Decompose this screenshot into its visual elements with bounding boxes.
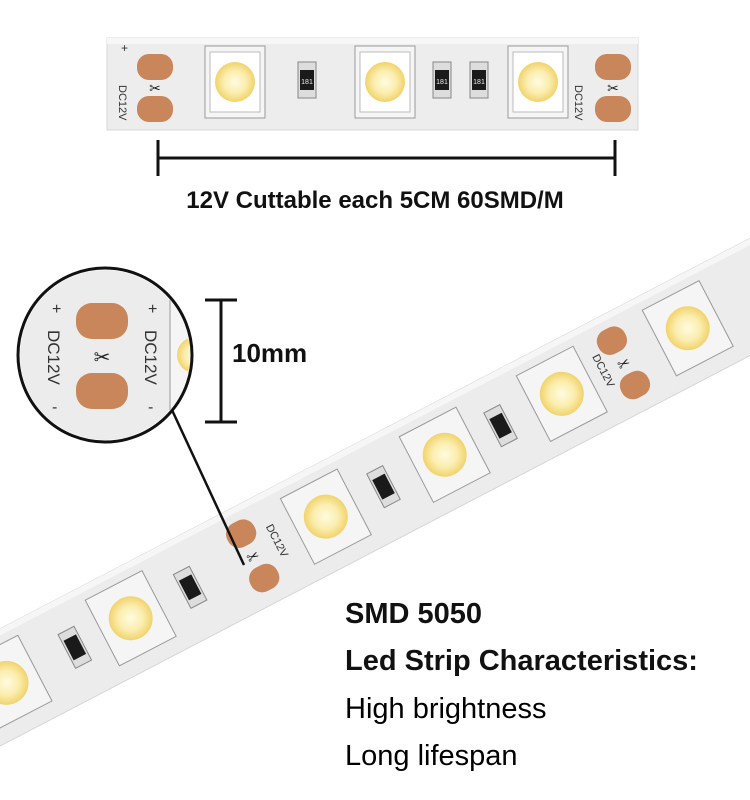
solder-pad-right: ✂ DC12V — [572, 54, 631, 122]
top-led-strip: ✂ DC12V + ✂ DC12V — [106, 37, 639, 131]
model-label: SMD 5050 — [345, 598, 483, 630]
dc12v-marking: DC12V — [116, 85, 128, 121]
smd-led — [354, 45, 416, 119]
svg-text:+: + — [148, 301, 157, 318]
width-label: 10mm — [232, 338, 308, 368]
svg-text:+: + — [121, 41, 128, 55]
svg-text:-: - — [52, 399, 57, 416]
diagonal-led-strip: ✂ DC12V ✂ DC12V — [0, 213, 750, 787]
smd-led — [204, 45, 266, 119]
characteristics-heading: Led Strip Characteristics: — [345, 645, 698, 677]
svg-text:✂: ✂ — [149, 80, 161, 96]
resistor: 181 — [297, 61, 317, 99]
smd-led — [507, 45, 569, 119]
dc12v-marking: DC12V — [572, 85, 584, 121]
resistor: 181 — [432, 61, 452, 99]
solder-pad-left: ✂ DC12V + — [116, 41, 173, 122]
characteristic-item: High brightness — [345, 693, 547, 725]
cut-length-dimension — [156, 140, 617, 176]
strip-segment: ✂ DC12V ✂ DC12V — [226, 279, 734, 593]
width-dimension — [205, 298, 237, 424]
svg-text:+: + — [52, 301, 61, 318]
zoom-callout: ✂ DC12V DC12V + + - - — [16, 266, 246, 566]
svg-text:181: 181 — [301, 79, 313, 86]
svg-text:DC12V: DC12V — [141, 330, 160, 385]
svg-text:-: - — [148, 399, 153, 416]
resistor: 181 — [469, 61, 489, 99]
svg-text:181: 181 — [473, 79, 485, 86]
svg-text:✂: ✂ — [94, 347, 111, 369]
strip-segment — [0, 565, 208, 732]
strip-spec-caption: 12V Cuttable each 5CM 60SMD/M — [186, 187, 564, 214]
characteristic-item: Long lifespan — [345, 740, 518, 772]
svg-text:DC12V: DC12V — [44, 330, 63, 385]
svg-text:✂: ✂ — [607, 80, 619, 96]
svg-text:181: 181 — [436, 79, 448, 86]
